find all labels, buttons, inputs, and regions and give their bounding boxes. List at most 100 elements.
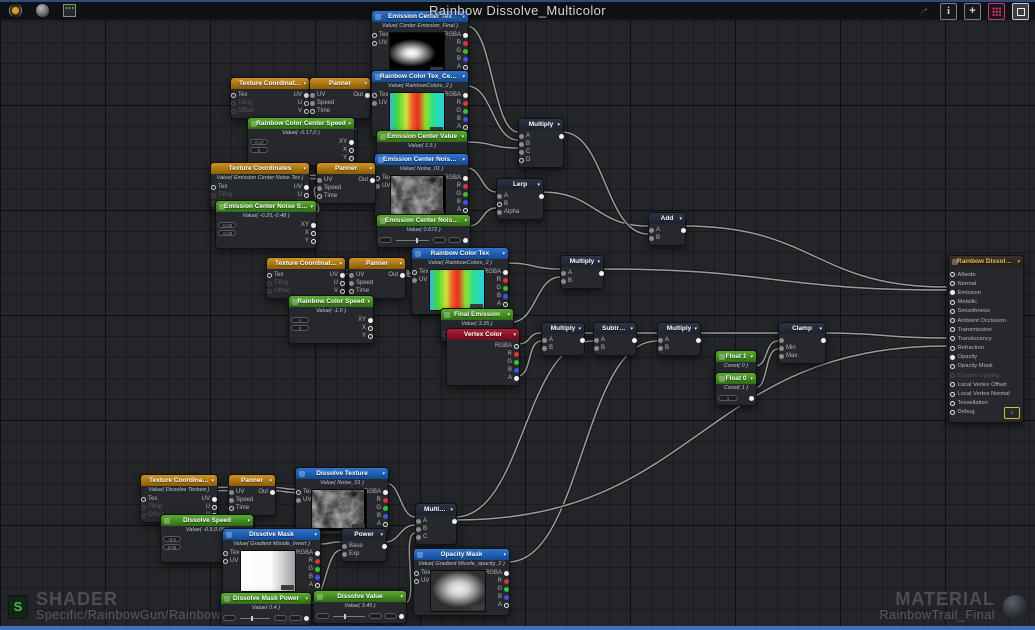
port-dot[interactable]	[779, 337, 784, 343]
port-dot[interactable]	[463, 183, 468, 189]
port-dot[interactable]	[304, 184, 309, 190]
value-field[interactable]	[289, 615, 302, 621]
node-header[interactable]: Panner▾	[317, 163, 375, 174]
node-menu-icon[interactable]	[374, 73, 381, 80]
node-header[interactable]: Subtract▾	[594, 323, 636, 334]
port-dot[interactable]	[950, 391, 955, 397]
info-icon[interactable]	[940, 3, 957, 20]
output-port-dot[interactable]	[559, 134, 564, 139]
port-dot[interactable]	[223, 558, 228, 564]
output-port-dot[interactable]	[382, 544, 387, 549]
port-dot[interactable]	[383, 505, 388, 511]
port-dot[interactable]	[658, 337, 663, 343]
port-dot[interactable]	[497, 193, 502, 199]
port-dot[interactable]	[463, 207, 468, 213]
port-dot[interactable]	[504, 586, 509, 592]
port-dot[interactable]	[349, 155, 354, 161]
node-header[interactable]: Panner▾	[310, 78, 370, 89]
node-header[interactable]: Dissolve Texture▾	[296, 468, 388, 479]
port-dot[interactable]	[349, 147, 354, 153]
port-dot[interactable]	[315, 566, 320, 572]
port-dot[interactable]	[463, 48, 468, 54]
value-field[interactable]	[274, 615, 287, 621]
port-dot[interactable]	[950, 308, 955, 314]
chevron-down-icon[interactable]: ▾	[750, 353, 753, 360]
port-dot[interactable]	[950, 272, 955, 278]
port-dot[interactable]	[365, 92, 370, 98]
slider-track[interactable]	[240, 615, 270, 621]
port-dot[interactable]	[463, 100, 468, 106]
port-dot[interactable]	[497, 209, 502, 215]
port-dot[interactable]	[950, 345, 955, 351]
port-dot[interactable]	[315, 574, 320, 580]
output-port-dot[interactable]	[463, 237, 468, 243]
port-dot[interactable]	[342, 551, 347, 557]
save-shader-icon[interactable]: ↓	[1004, 407, 1020, 419]
chevron-down-icon[interactable]: ▾	[382, 470, 385, 477]
chevron-down-icon[interactable]: ▾	[450, 506, 453, 513]
node-menu-icon[interactable]	[951, 258, 958, 265]
port-dot[interactable]	[141, 512, 146, 518]
port-dot[interactable]	[463, 124, 468, 130]
node-rainbow-color-center-speed[interactable]: Rainbow Color Center Speed▾Value( -0.17,…	[247, 117, 355, 166]
port-dot[interactable]	[349, 280, 354, 286]
value-field[interactable]	[379, 237, 392, 243]
output-port-dot[interactable]	[304, 615, 309, 621]
port-dot[interactable]	[463, 40, 468, 46]
node-header[interactable]: Rainbow Color Speed▾	[289, 296, 373, 307]
port-dot[interactable]	[340, 288, 345, 294]
value-field[interactable]: 0.05	[163, 543, 181, 550]
value-field[interactable]	[384, 613, 397, 619]
port-dot[interactable]	[414, 578, 419, 584]
node-header[interactable]: Texture Coordinates▾	[211, 163, 309, 174]
chevron-down-icon[interactable]: ▾	[348, 120, 351, 127]
node-emission-center-noise-speed[interactable]: Emission Center Noise Speed▾Value( -0.25…	[215, 200, 317, 249]
chevron-down-icon[interactable]: ▾	[502, 250, 505, 257]
chevron-down-icon[interactable]: ▾	[578, 325, 581, 332]
chevron-down-icon[interactable]: ▾	[597, 258, 600, 265]
chevron-down-icon[interactable]: ▾	[462, 156, 465, 163]
port-dot[interactable]	[310, 108, 315, 114]
port-dot[interactable]	[270, 489, 275, 495]
texture-preview[interactable]	[430, 570, 487, 612]
port-dot[interactable]	[514, 359, 519, 365]
port-dot[interactable]	[372, 92, 377, 98]
port-dot[interactable]	[229, 497, 234, 503]
value-field[interactable]	[369, 613, 382, 619]
port-dot[interactable]	[503, 277, 508, 283]
node-header[interactable]: Multiply▾	[542, 323, 584, 334]
texture-preview[interactable]	[388, 92, 445, 134]
node-emission-center-noise-tex[interactable]: Emission Center Noise Tex▾Value( Noise_0…	[374, 153, 469, 221]
chevron-down-icon[interactable]: ▾	[399, 260, 402, 267]
port-dot[interactable]	[212, 504, 217, 510]
node-header[interactable]: Power▾	[342, 529, 386, 540]
node-header[interactable]: Multiply▾	[658, 323, 700, 334]
chevron-down-icon[interactable]: ▾	[679, 215, 682, 222]
node-emission-center-tex[interactable]: Emission Center Tex▾Value( Center Emissi…	[371, 10, 469, 78]
node-dissolve-mask[interactable]: Dissolve Mask▾Value( Gradient Missile_In…	[222, 528, 321, 596]
chevron-down-icon[interactable]: ▾	[314, 531, 317, 538]
node-header[interactable]: Opacity Mask▾	[414, 549, 509, 560]
port-dot[interactable]	[400, 272, 405, 278]
port-dot[interactable]	[463, 64, 468, 70]
preview-select-chip[interactable]	[469, 304, 483, 309]
port-dot[interactable]	[950, 327, 955, 333]
port-dot[interactable]	[519, 133, 524, 139]
node-header[interactable]: Float 1▾	[716, 351, 756, 362]
port-dot[interactable]	[542, 337, 547, 343]
output-port-dot[interactable]	[681, 228, 686, 233]
port-dot[interactable]	[370, 177, 375, 183]
node-float-0[interactable]: Float 0▾Const( 1 )1	[715, 372, 757, 406]
node-emission-center-noise-value[interactable]: Emission Center Noise Value▾Value( 0.672…	[376, 214, 471, 248]
output-port-dot[interactable]	[632, 338, 637, 343]
port-dot[interactable]	[383, 497, 388, 503]
chevron-down-icon[interactable]: ▾	[303, 165, 306, 172]
node-header[interactable]: Float 0▾	[716, 373, 756, 384]
output-port-dot[interactable]	[399, 613, 404, 619]
